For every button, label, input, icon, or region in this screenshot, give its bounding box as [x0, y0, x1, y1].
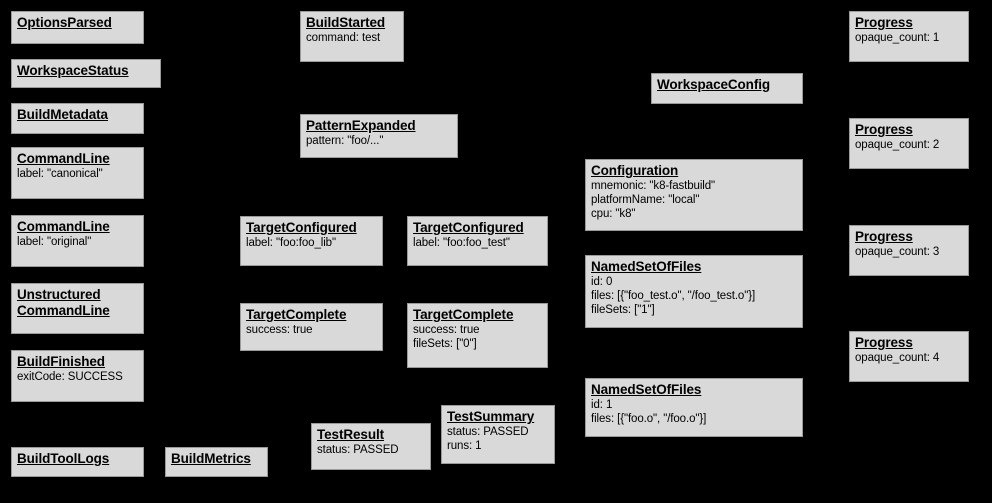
node-title: OptionsParsed [17, 15, 112, 30]
node-title: BuildMetadata [17, 107, 108, 122]
node-field: fileSets: ["0"] [413, 338, 477, 350]
node-build-metadata[interactable]: BuildMetadata [11, 103, 144, 134]
node-title: TestSummary [447, 409, 535, 424]
node-title: BuildStarted [306, 15, 386, 30]
node-progress-4[interactable]: Progress opaque_count: 4 [849, 331, 969, 382]
node-field: platformName: "local" [591, 194, 700, 206]
node-field: id: 1 [591, 399, 613, 411]
node-command-line-canonical[interactable]: CommandLine label: "canonical" [11, 147, 144, 199]
node-field: id: 0 [591, 276, 613, 288]
node-configuration[interactable]: Configuration mnemonic: "k8-fastbuild" pla… [585, 159, 803, 231]
node-field: label: "foo:foo_test" [413, 237, 510, 249]
node-title: BuildToolLogs [17, 451, 110, 466]
node-test-result[interactable]: TestResult status: PASSED [311, 423, 431, 470]
node-field: files: [{"foo.o", "/foo.o"}] [591, 413, 707, 425]
node-target-configured-foo-test[interactable]: TargetConfigured label: "foo:foo_test" [407, 216, 548, 266]
node-field: fileSets: ["1"] [591, 304, 655, 316]
node-title: Progress [855, 15, 913, 30]
node-named-set-of-files-1[interactable]: NamedSetOfFiles id: 1 files: [{"foo.o", "/… [585, 378, 803, 437]
node-title: BuildFinished [17, 354, 105, 369]
node-field: label: "foo:foo_lib" [246, 237, 336, 249]
node-title: Progress [855, 229, 913, 244]
node-field: command: test [306, 32, 381, 44]
node-field: status: PASSED [317, 444, 399, 456]
node-title: WorkspaceConfig [657, 77, 771, 92]
node-title: Configuration [591, 163, 679, 178]
node-target-complete-test[interactable]: TargetComplete success: true fileSets: ["0… [407, 303, 548, 368]
node-target-configured-foo-lib[interactable]: TargetConfigured label: "foo:foo_lib" [240, 216, 383, 266]
node-build-started[interactable]: BuildStarted command: test [300, 11, 404, 62]
node-progress-1[interactable]: Progress opaque_count: 1 [849, 11, 969, 62]
node-title: TargetComplete [246, 307, 347, 322]
node-field: opaque_count: 3 [855, 246, 940, 258]
node-title: TargetComplete [413, 307, 514, 322]
node-field: status: PASSED [447, 426, 529, 438]
node-field: exitCode: SUCCESS [17, 371, 123, 383]
node-title: PatternExpanded [306, 118, 416, 133]
node-title: TargetConfigured [413, 220, 524, 235]
node-title: CommandLine [17, 219, 110, 234]
node-field: files: [{"foo_test.o", "/foo_test.o"}] [591, 290, 756, 302]
node-title: NamedSetOfFiles [591, 382, 702, 397]
node-workspace-config[interactable]: WorkspaceConfig [651, 73, 803, 104]
node-command-line-original[interactable]: CommandLine label: "original" [11, 215, 144, 267]
node-options-parsed[interactable]: OptionsParsed [11, 11, 144, 44]
node-title: TargetConfigured [246, 220, 357, 235]
node-title: WorkspaceStatus [17, 63, 129, 78]
node-title: CommandLine [17, 151, 110, 166]
node-target-complete-lib[interactable]: TargetComplete success: true [240, 303, 383, 351]
node-build-finished[interactable]: BuildFinished exitCode: SUCCESS [11, 350, 144, 402]
node-named-set-of-files-0[interactable]: NamedSetOfFiles id: 0 files: [{"foo_test.o… [585, 255, 803, 328]
node-field: mnemonic: "k8-fastbuild" [591, 180, 716, 192]
node-field: opaque_count: 2 [855, 139, 940, 151]
node-build-metrics[interactable]: BuildMetrics [165, 447, 268, 477]
node-title: Progress [855, 122, 913, 137]
node-progress-2[interactable]: Progress opaque_count: 2 [849, 118, 969, 169]
node-title: TestResult [317, 427, 385, 442]
node-field: cpu: "k8" [591, 208, 636, 220]
node-unstructured-command-line[interactable]: Unstructured CommandLine [11, 283, 144, 334]
node-workspace-status[interactable]: WorkspaceStatus [11, 59, 161, 88]
node-field: label: "original" [17, 236, 92, 248]
node-title: Unstructured CommandLine [17, 287, 110, 318]
node-test-summary[interactable]: TestSummary status: PASSED runs: 1 [441, 405, 555, 464]
node-title: Progress [855, 335, 913, 350]
node-field: success: true [246, 324, 313, 336]
node-title: NamedSetOfFiles [591, 259, 702, 274]
node-field: pattern: "foo/..." [306, 135, 384, 147]
node-title: BuildMetrics [171, 451, 251, 466]
node-pattern-expanded[interactable]: PatternExpanded pattern: "foo/..." [300, 114, 458, 158]
node-field: runs: 1 [447, 440, 482, 452]
node-progress-3[interactable]: Progress opaque_count: 3 [849, 225, 969, 276]
node-field: opaque_count: 1 [855, 32, 940, 44]
node-field: success: true [413, 324, 480, 336]
node-field: opaque_count: 4 [855, 352, 940, 364]
node-build-tool-logs[interactable]: BuildToolLogs [11, 447, 144, 477]
node-field: label: "canonical" [17, 168, 103, 180]
